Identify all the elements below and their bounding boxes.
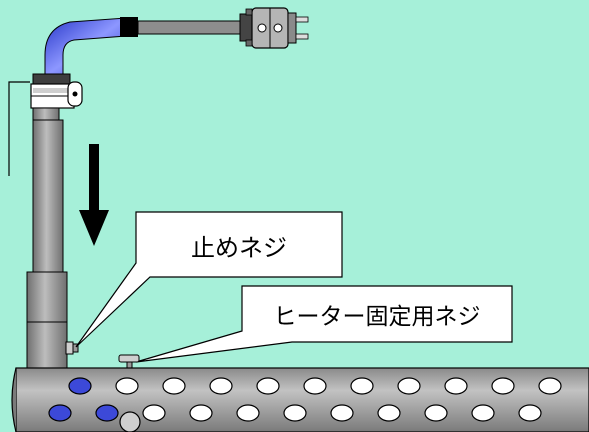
power-plug [239, 7, 309, 49]
pipe-hole [68, 377, 92, 395]
heater-fixing-screw [118, 354, 140, 370]
pipe-hole [491, 377, 515, 395]
pipe-hole [209, 377, 233, 395]
pipe-hole [162, 377, 186, 395]
callout-set-screw [75, 211, 343, 348]
pipe-hole [330, 404, 354, 422]
heater-fixing-screw-label: ヒーター固定用ネジ [273, 304, 481, 330]
pipe-hole [350, 377, 374, 395]
blue-hose [44, 17, 138, 77]
pipe-hole [283, 404, 307, 422]
pipe-hole [236, 404, 260, 422]
pipe-hole [142, 404, 166, 422]
pipe-hole [444, 377, 468, 395]
down-arrow-icon [79, 144, 109, 246]
pipe-hole [95, 404, 119, 422]
set-screw [65, 341, 79, 355]
pipe-hole [303, 377, 327, 395]
pipe-hole [538, 377, 562, 395]
pipe-hole [518, 404, 542, 422]
pipe-hole [115, 377, 139, 395]
pipe-hole [377, 404, 401, 422]
pipe-hole [189, 404, 213, 422]
pipe-hole [48, 404, 72, 422]
hook-wire [8, 81, 30, 176]
callout-heater-fixing-screw [135, 285, 513, 363]
pipe-hole [424, 404, 448, 422]
pipe-hole [471, 404, 495, 422]
heater-tube [26, 73, 83, 369]
pipe-bottom-nut [119, 411, 141, 432]
pipe-holes [48, 377, 562, 422]
set-screw-label: 止めネジ [191, 233, 287, 262]
power-cord [137, 20, 247, 35]
pipe-hole [256, 377, 280, 395]
perforated-pipe [11, 367, 589, 432]
pipe-hole [397, 377, 421, 395]
